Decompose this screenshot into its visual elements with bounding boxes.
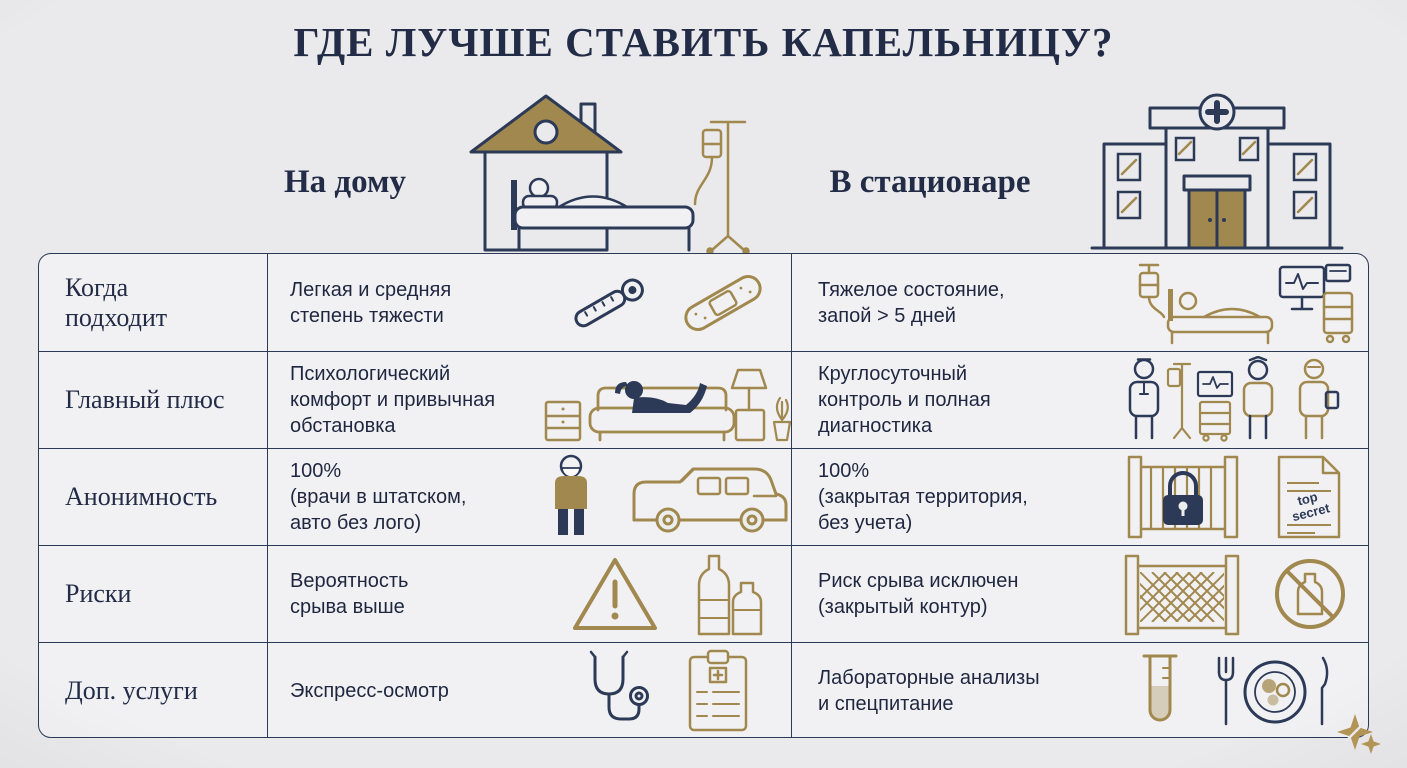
gate-lock-icon (1127, 455, 1239, 539)
fence-icon (1124, 554, 1240, 636)
home-cell: Вероятность срыва выше (267, 545, 791, 642)
home-cell: Легкая и средняя степень тяжести (267, 254, 791, 351)
row-label: Риски (39, 545, 267, 642)
hospital-cell-text: Лабораторные анализы и спецпитание (818, 667, 1040, 715)
no-alcohol-icon (1275, 559, 1345, 629)
stethoscope-icon (589, 650, 649, 721)
svg-text:top: top (1296, 489, 1319, 508)
home-rest-icon (544, 368, 792, 442)
thermometer-icon (573, 278, 644, 327)
hospital-cell-icons: top secret (1106, 453, 1368, 541)
patient-bed-icon (1166, 288, 1273, 344)
home-cell-icons (542, 453, 794, 541)
home-cell: 100% (врачи в штатском, авто без лого) (267, 448, 791, 545)
iv-stand-icon (693, 120, 750, 255)
hospital-cell: Круглосуточный контроль и полная диагнос… (791, 351, 1368, 448)
row-label: Анонимность (39, 448, 267, 545)
hospital-cell-icons (1106, 648, 1368, 734)
nightstand-icon (544, 400, 582, 442)
alcohol-bottles-icon (697, 554, 762, 636)
top-secret-text: top (1296, 489, 1319, 508)
home-scene (469, 94, 750, 255)
home-cell-icons (542, 552, 791, 636)
plant-icon (772, 396, 792, 442)
equipment-cart-icon (1322, 263, 1353, 343)
couch-icon (588, 386, 736, 442)
fork-icon (1217, 656, 1235, 726)
brand-logo (1335, 712, 1381, 758)
floor-lamp-icon (730, 368, 768, 442)
test-tube-icon (1142, 654, 1178, 722)
van-icon (632, 467, 788, 533)
hospital-cell-text: 100% (закрытая территория, без учета) (818, 460, 1028, 534)
home-cell-text: Вероятность срыва выше (290, 570, 409, 618)
hospital-cell-text: Риск срыва исключен (закрытый контур) (818, 570, 1019, 618)
iv-drip-icon (1138, 263, 1165, 318)
padlock-icon (1163, 471, 1203, 525)
top-secret-document-icon: top secret (1277, 455, 1341, 539)
column-header-home: На дому (284, 164, 406, 200)
home-cell-text: Психологический комфорт и привычная обст… (290, 363, 496, 437)
hospital-cell: Лабораторные анализы и спецпитание (791, 642, 1368, 737)
nurse-icon (1242, 356, 1274, 440)
home-cell-icons (542, 356, 792, 444)
warning-triangle-icon (572, 558, 657, 630)
bandage-icon (683, 274, 762, 331)
doctor-icon (1298, 358, 1340, 440)
hospital-bed-monitoring-icon (1138, 263, 1353, 344)
home-cell-text: 100% (врачи в штатском, авто без лого) (290, 460, 467, 534)
hospital-cell-icons (1106, 356, 1368, 444)
home-cell: Психологический комфорт и привычная обст… (267, 351, 792, 448)
hospital-cell-icons (1106, 550, 1368, 638)
knife-icon (1320, 656, 1329, 726)
resting-person-icon (615, 381, 707, 413)
hospital-cell-text: Круглосуточный контроль и полная диагнос… (818, 363, 991, 437)
monitor-cart-icon (1196, 370, 1234, 442)
row-label: Когда подходит (65, 273, 168, 332)
row-label: Главный плюс (39, 351, 267, 448)
medical-staff-icon (1128, 356, 1340, 442)
hospital-cell: Риск срыва исключен (закрытый контур) (791, 545, 1368, 642)
patient-bed-iv-icon (511, 177, 695, 252)
vitals-monitor-icon (1278, 265, 1325, 310)
comparison-table: Когда подходит Легкая и средняя степень … (38, 253, 1369, 738)
home-cell-icons (542, 267, 791, 339)
row-label: Доп. услуги (39, 642, 267, 737)
hospital-cell: 100% (закрытая территория, без учета) (791, 448, 1368, 545)
home-cell-text: Легкая и средняя степень тяжести (290, 278, 452, 327)
medical-checklist-icon (688, 649, 747, 732)
doctor-icon (1128, 358, 1160, 440)
hospital-building-icon (1090, 93, 1344, 250)
plate-icon (1243, 660, 1307, 724)
home-cell: Экспресс-осмотр (267, 642, 791, 737)
hospital-cell-text: Тяжелое состояние, запой > 5 дней (818, 278, 1005, 327)
hospital-cell-icons (1106, 259, 1368, 347)
hospital-cell: Тяжелое состояние, запой > 5 дней (791, 254, 1368, 351)
iv-stand-icon (1166, 362, 1192, 440)
plainclothes-person-icon (555, 454, 587, 535)
column-header-hospital: В стационаре (829, 164, 1031, 200)
meal-icon (1217, 656, 1329, 726)
page-title: ГДЕ ЛУЧШЕ СТАВИТЬ КАПЕЛЬНИЦУ? (293, 19, 1114, 65)
home-cell-text: Экспресс-осмотр (290, 680, 449, 702)
home-cell-icons (542, 648, 791, 734)
